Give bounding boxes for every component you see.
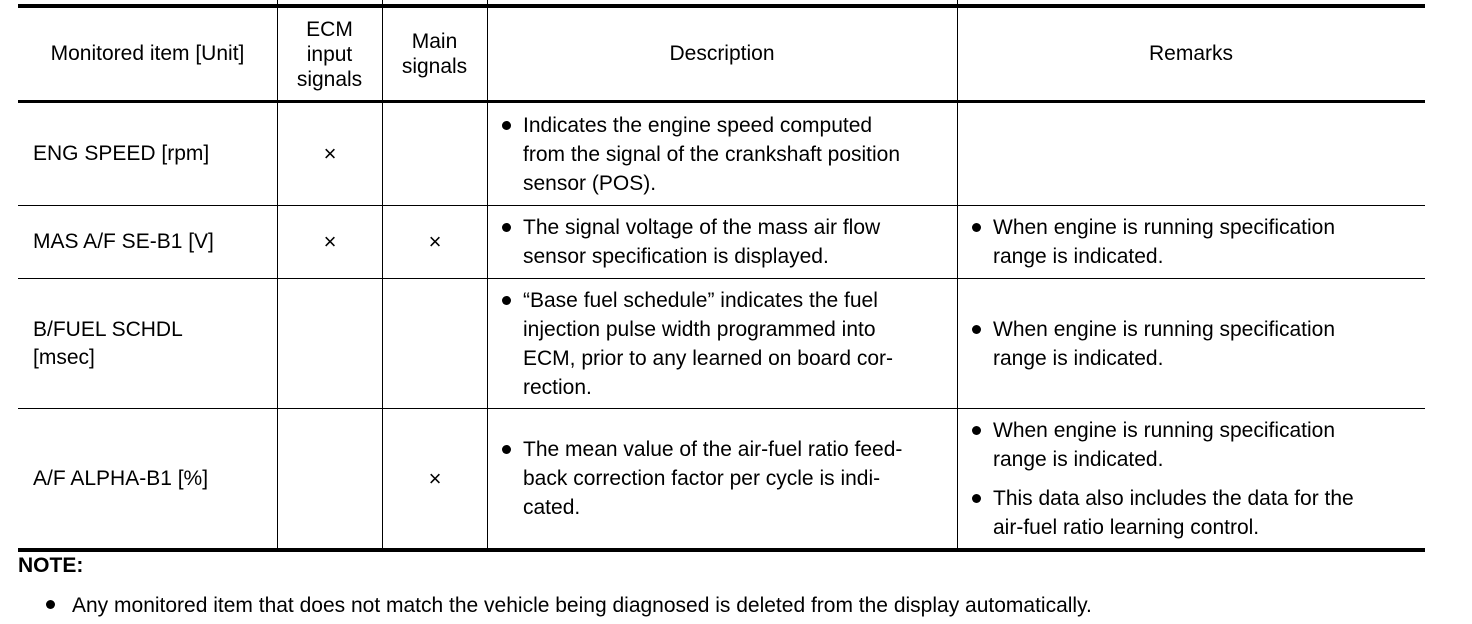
remarks-bullet: When engine is running specification ran… [972, 213, 1335, 271]
description-bullet: The signal voltage of the mass air flow … [502, 213, 880, 271]
cell-main-eng-speed [383, 103, 487, 205]
bullet-text: When engine is running specification ran… [993, 418, 1336, 471]
x-mark: × [428, 465, 442, 491]
bullet-icon [502, 295, 511, 305]
cell-main-af-alpha: × [383, 409, 487, 548]
row-separator-2 [18, 278, 1425, 279]
cell-item-eng-speed: ENG SPEED [rpm] [18, 103, 277, 205]
bullet-icon [972, 223, 981, 232]
item-label: ENG SPEED [rpm] [33, 142, 210, 165]
header-description: Description [487, 8, 957, 100]
item-label: B/FUEL SCHDL [msec] [33, 317, 183, 369]
cell-remarks-mas-af: When engine is running specification ran… [958, 206, 1425, 278]
cell-description-eng-speed: Indicates the engine speed computed from… [488, 103, 957, 205]
bullet-icon [502, 120, 511, 130]
bullet-icon [972, 493, 981, 503]
cell-ecm-input-bfuel [278, 279, 382, 408]
column-separator-2 [382, 0, 383, 552]
cell-main-bfuel [383, 279, 487, 408]
remarks-bullet: When engine is running specification ran… [972, 416, 1335, 474]
note-text: Any monitored item that does not match t… [72, 594, 1092, 617]
bullet-icon [502, 223, 511, 232]
header-main-signals: Main signals [382, 8, 487, 100]
header-remarks: Remarks [957, 8, 1425, 100]
column-separator-3 [487, 0, 488, 552]
cell-item-mas-af: MAS A/F SE-B1 [V] [18, 206, 277, 278]
description-bullet: “Base fuel schedule” indicates the fuel … [502, 286, 893, 402]
cell-ecm-input-mas-af: × [278, 206, 382, 278]
bullet-text: “Base fuel schedule” indicates the fuel … [523, 288, 894, 399]
table-border-bottom [18, 548, 1425, 552]
description-bullet: The mean value of the air-fuel ratio fee… [502, 435, 902, 522]
item-label: MAS A/F SE-B1 [V] [33, 230, 214, 253]
row-separator-1 [18, 205, 1425, 206]
x-mark: × [323, 229, 337, 254]
header-ecm-input-signals: ECM input signals [277, 8, 382, 100]
bullet-text: The mean value of the air-fuel ratio fee… [523, 438, 903, 519]
x-mark: × [428, 229, 442, 254]
header-ecm-input-signals-label: ECM input signals [296, 17, 363, 91]
row-separator-3 [18, 408, 1425, 409]
header-bottom-border [18, 100, 1425, 103]
remarks-bullet: This data also includes the data for the… [972, 484, 1354, 542]
note-heading: NOTE: [18, 554, 84, 577]
cell-item-bfuel: B/FUEL SCHDL [msec] [18, 279, 277, 408]
bullet-icon [972, 324, 981, 334]
header-remarks-label: Remarks [1148, 42, 1233, 65]
bullet-icon [502, 445, 511, 454]
cell-remarks-af-alpha: When engine is running specification ran… [958, 409, 1425, 548]
cell-description-bfuel: “Base fuel schedule” indicates the fuel … [488, 279, 957, 408]
bullet-text: When engine is running specification ran… [993, 317, 1336, 370]
bullet-text: Indicates the engine speed computed from… [523, 113, 901, 195]
header-monitored-item-label: Monitored item [Unit] [50, 42, 245, 65]
cell-ecm-input-eng-speed: × [278, 103, 382, 205]
column-separator-1 [277, 0, 278, 552]
item-label: A/F ALPHA-B1 [%] [33, 466, 209, 490]
column-separator-4 [957, 0, 958, 552]
cell-description-mas-af: The signal voltage of the mass air flow … [488, 206, 957, 278]
bullet-icon [972, 425, 981, 435]
x-mark: × [323, 141, 337, 166]
bullet-text: The signal voltage of the mass air flow … [523, 216, 881, 268]
header-monitored-item: Monitored item [Unit] [18, 8, 277, 100]
header-main-signals-label: Main signals [401, 30, 468, 78]
bullet-icon [46, 600, 55, 609]
bullet-text: When engine is running specification ran… [993, 216, 1336, 268]
cell-main-mas-af: × [383, 206, 487, 278]
bullet-text: This data also includes the data for the… [993, 486, 1354, 539]
cell-ecm-input-af-alpha [278, 409, 382, 548]
note-bullet: Any monitored item that does not match t… [46, 591, 1092, 620]
table-border-top [18, 4, 1425, 8]
header-description-label: Description [669, 42, 775, 65]
description-bullet: Indicates the engine speed computed from… [502, 111, 900, 198]
remarks-bullet: When engine is running specification ran… [972, 315, 1335, 373]
cell-remarks-bfuel: When engine is running specification ran… [958, 279, 1425, 408]
cell-description-af-alpha: The mean value of the air-fuel ratio fee… [488, 409, 957, 548]
cell-item-af-alpha: A/F ALPHA-B1 [%] [18, 409, 277, 548]
